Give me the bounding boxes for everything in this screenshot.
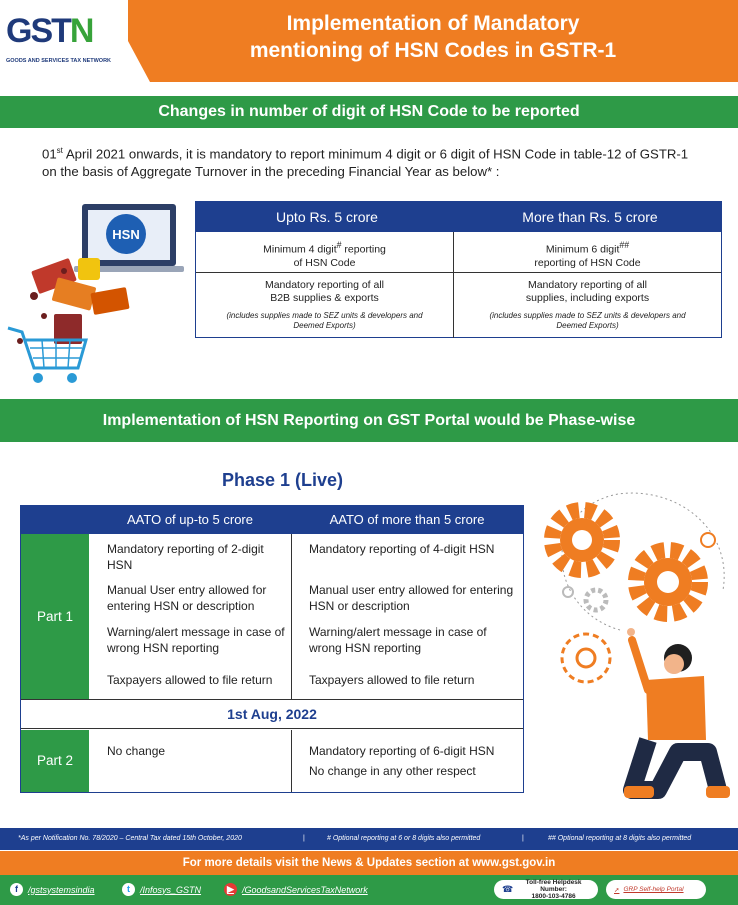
column-divider — [291, 534, 292, 699]
grey-gear-icon — [583, 587, 609, 613]
facebook-link[interactable]: f/gstsystemsindia — [10, 883, 95, 896]
title-line-1: Implementation of Mandatory — [286, 12, 580, 35]
medium-gear-icon — [628, 542, 708, 622]
part1-right-item-3: Warning/alert message in case of wrong H… — [309, 625, 487, 655]
date-row: 1st Aug, 2022 — [21, 699, 523, 729]
phase-title: Phase 1 (Live) — [222, 470, 344, 490]
part1-left-item-3: Warning/alert message in case of wrong H… — [107, 625, 285, 655]
cell-text: Minimum 6 digit — [545, 243, 620, 256]
part1-right-item-4: Taxpayers allowed to file return — [309, 673, 475, 687]
footnote-notification: *As per Notification No. 78/2020 – Centr… — [18, 835, 242, 842]
shopping-illustration: HSN — [7, 204, 184, 383]
twitter-icon: t — [122, 883, 135, 896]
self-help-portal-link[interactable]: ➚ GRP Self-help Portal — [606, 880, 706, 899]
cell-note: (includes supplies made to SEZ units & d… — [226, 311, 423, 330]
cell-min-6-digit: Minimum 6 digit## reporting of HSN Code — [454, 239, 721, 270]
gears-illustration — [544, 492, 730, 799]
cell-sup: # — [336, 240, 342, 250]
helpdesk-pill[interactable]: ☎ Toll-free Helpdesk Number:1800-103-478… — [494, 879, 598, 900]
helpdesk-label: Toll-free Helpdesk Number: — [525, 879, 582, 893]
phase-table: AATO of up-to 5 crore AATO of more than … — [20, 505, 524, 793]
facebook-handle: /gstsystemsindia — [28, 884, 95, 895]
person-icon — [623, 628, 730, 799]
logo-caption: GOODS AND SERVICES TAX NETWORK — [6, 58, 112, 64]
gift-icon — [78, 258, 100, 280]
part2-right-item-2: No change in any other respect — [309, 764, 476, 778]
part2-right-item-1: Mandatory reporting of 6-digit HSN — [309, 744, 495, 758]
table-header: Upto Rs. 5 crore More than Rs. 5 crore — [196, 202, 721, 232]
part1-left-item-4: Taxpayers allowed to file return — [107, 673, 273, 687]
cell-text: Mandatory reporting of all — [527, 279, 648, 291]
logo-n: N — [69, 12, 95, 50]
cell-text: B2B supplies & exports — [270, 292, 379, 304]
title-line-2: mentioning of HSN Codes in GSTR-1 — [249, 39, 617, 62]
intro-sup: st — [56, 146, 63, 155]
youtube-icon: ▶ — [224, 883, 237, 896]
part2-left-item-1: No change — [107, 744, 166, 758]
self-help-label: GRP Self-help Portal — [623, 886, 684, 893]
helpdesk-number: 1800-103-4786 — [531, 893, 576, 900]
twitter-link[interactable]: t/Infosys_GSTN — [122, 883, 201, 896]
cell-text: reporting — [341, 243, 386, 256]
col-upto-5-crore: Upto Rs. 5 crore — [276, 209, 378, 225]
cell-b2b-supplies: Mandatory reporting of all B2B supplies … — [196, 279, 453, 331]
divider: | — [303, 835, 305, 842]
intro-prefix: 01 — [42, 146, 57, 162]
footnote-single-hash: # Optional reporting at 6 or 8 digits al… — [327, 835, 481, 842]
gstn-logo: GSTN GOODS AND SERVICES TAX NETWORK — [6, 12, 118, 72]
col-more-than-5-crore: More than Rs. 5 crore — [522, 209, 658, 225]
part1-right-item-1: Mandatory reporting of 4-digit HSN — [309, 542, 495, 556]
twitter-handle: /Infosys_GSTN — [140, 884, 202, 895]
social-bar: f/gstsystemsindia t/Infosys_GSTN ▶ /Goods… — [0, 875, 738, 905]
column-divider — [291, 730, 292, 792]
phone-icon: ☎ — [502, 884, 514, 894]
intro-paragraph: 01st April 2021 onwards, it is mandatory… — [42, 142, 692, 181]
part1-label: Part 1 — [21, 534, 89, 699]
logo-gst: GST — [6, 12, 72, 50]
divider: | — [522, 835, 524, 842]
part1-left-item-1: Mandatory reporting of 2-digit HSN — [107, 542, 264, 572]
hsn-digit-table: Upto Rs. 5 crore More than Rs. 5 crore M… — [195, 201, 722, 338]
col-aato-upto-5: AATO of up-to 5 crore — [127, 512, 253, 527]
cell-note: (includes supplies made to SEZ units & d… — [489, 311, 686, 330]
section1-heading: Changes in number of digit of HSN Code t… — [0, 96, 738, 128]
page-title: Implementation of Mandatory mentioning o… — [128, 0, 738, 82]
large-gear-icon — [544, 502, 620, 578]
external-link-icon: ➚ — [614, 886, 620, 894]
footnote-double-hash: ## Optional reporting at 8 digits also p… — [548, 835, 692, 842]
row-divider — [196, 272, 721, 273]
cell-text: reporting of HSN Code — [534, 256, 641, 269]
intro-body: April 2021 onwards, it is mandatory to r… — [42, 146, 689, 180]
cell-all-supplies: Mandatory reporting of all supplies, inc… — [454, 279, 721, 331]
bag-icon — [54, 314, 82, 344]
more-details-banner: For more details visit the News & Update… — [0, 851, 738, 875]
col-aato-more-5: AATO of more than 5 crore — [329, 512, 485, 527]
youtube-handle: /GoodsandServicesTaxNetwork — [242, 884, 368, 895]
small-gear-icon — [700, 532, 716, 548]
table-header: AATO of up-to 5 crore AATO of more than … — [21, 506, 523, 534]
outline-gear-icon — [560, 632, 612, 684]
cell-sup: ## — [619, 240, 630, 250]
facebook-icon: f — [10, 883, 23, 896]
shopping-cart-icon — [7, 326, 88, 383]
section2-heading: Implementation of HSN Reporting on GST P… — [0, 399, 738, 442]
logo-mark: GSTN — [6, 12, 95, 51]
part2-label: Part 2 — [21, 730, 89, 792]
cell-text: Minimum 4 digit — [263, 243, 337, 256]
part1-right-item-2: Manual user entry allowed for entering H… — [309, 583, 514, 613]
cell-text: of HSN Code — [293, 256, 356, 269]
laptop-label: HSN — [112, 227, 139, 242]
footnotes-bar: *As per Notification No. 78/2020 – Centr… — [0, 828, 738, 850]
cell-text: Mandatory reporting of all — [264, 279, 385, 291]
column-divider — [453, 232, 454, 338]
cell-text: supplies, including exports — [525, 292, 650, 304]
youtube-link[interactable]: ▶ /GoodsandServicesTaxNetwork — [224, 883, 368, 896]
cell-min-4-digit: Minimum 4 digit# reporting of HSN Code — [196, 239, 453, 270]
part1-left-item-2: Manual User entry allowed for entering H… — [107, 583, 267, 613]
hsn-badge-icon — [106, 214, 146, 254]
